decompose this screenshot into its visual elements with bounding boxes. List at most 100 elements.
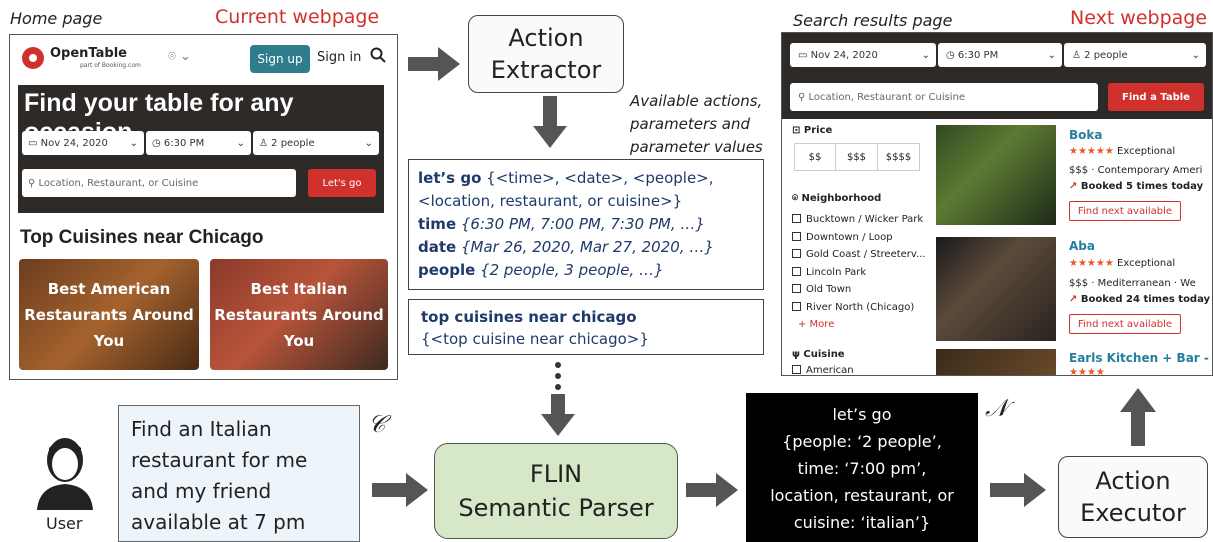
- note-line: parameter values: [630, 138, 763, 156]
- neighborhood-checkbox[interactable]: Old Town: [792, 281, 926, 299]
- neighborhood-name: Bucktown / Wicker Park: [806, 214, 924, 225]
- neighborhood-name: Old Town: [806, 284, 852, 295]
- user-avatar-icon: [37, 438, 93, 510]
- chevron-down-icon: ⌄: [1047, 49, 1056, 61]
- signin-link[interactable]: Sign in: [317, 50, 362, 65]
- param-values: {6:30 PM, 7:00 PM, 7:30 PM, …}: [456, 215, 705, 233]
- people-field[interactable]: ♙ 2 people⌄: [1064, 43, 1206, 67]
- rating-row: ★★★★★ Exceptional: [1069, 258, 1175, 269]
- restaurant-photo[interactable]: [936, 349, 1056, 375]
- search-input[interactable]: ⚲ Location, Restaurant or Cuisine: [790, 83, 1098, 111]
- chevron-down-icon: ⌄: [921, 49, 930, 61]
- param-name: date: [418, 238, 457, 256]
- lets-go-button[interactable]: Let's go: [308, 169, 376, 197]
- people-field[interactable]: ♙ 2 people⌄: [253, 131, 379, 155]
- arrow-right-icon: [408, 47, 460, 81]
- date-field[interactable]: ▭ Nov 24, 2020⌄: [22, 131, 144, 155]
- date-value: Nov 24, 2020: [40, 137, 108, 149]
- search-icon: ⚲: [798, 91, 809, 103]
- neighborhood-name: Gold Coast / Streeterv...: [806, 249, 926, 260]
- card-line: You: [283, 331, 315, 350]
- brand-name: OpenTable: [50, 46, 127, 61]
- restaurant-detail: $$$ · Mediterranean · We: [1069, 278, 1196, 289]
- person-icon: ♙: [1072, 49, 1085, 61]
- booked-text: Booked 5 times today: [1080, 181, 1204, 192]
- restaurant-name[interactable]: Aba: [1069, 239, 1095, 253]
- extractor-label: Action: [508, 24, 584, 52]
- opentable-logo-icon: [22, 47, 44, 69]
- output-symbol: 𝒩: [985, 394, 1008, 422]
- output-line: {people: ‘2 people’,: [782, 432, 942, 451]
- executor-label: Executor: [1080, 499, 1186, 527]
- price-filter-button[interactable]: $$$$: [878, 143, 920, 171]
- context-symbol: 𝒞: [368, 410, 386, 438]
- action-params: <location, restaurant, or cuisine>}: [418, 192, 683, 210]
- neighborhood-checkbox[interactable]: Downtown / Loop: [792, 229, 926, 247]
- more-link[interactable]: + More: [798, 319, 835, 330]
- search-input[interactable]: ⚲ Location, Restaurant, or Cuisine: [22, 169, 296, 197]
- restaurant-photo[interactable]: [936, 125, 1056, 225]
- find-next-available-button[interactable]: Find next available: [1069, 314, 1181, 334]
- action-extractor-box: Action Extractor: [468, 15, 624, 93]
- price-label: ⊡ Price: [792, 125, 833, 136]
- arrow-right-icon: [686, 473, 738, 507]
- find-table-button[interactable]: Find a Table: [1108, 83, 1204, 111]
- parser-label: Semantic Parser: [458, 494, 654, 522]
- param-values: {Mar 26, 2020, Mar 27, 2020, …}: [456, 238, 714, 256]
- restaurant-name[interactable]: Earls Kitchen + Bar - L: [1069, 351, 1213, 365]
- action-list-box-2: top cuisines near chicago {<top cuisine …: [408, 299, 764, 355]
- signup-button[interactable]: Sign up: [250, 45, 310, 73]
- time-value: 6:30 PM: [957, 49, 999, 61]
- cuisine-checkbox[interactable]: American: [792, 365, 854, 375]
- output-line: let’s go: [832, 405, 892, 424]
- search-icon[interactable]: [370, 47, 386, 67]
- card-line: Restaurants Around: [24, 305, 194, 324]
- time-field[interactable]: ◷ 6:30 PM⌄: [146, 131, 251, 155]
- price-filter-button[interactable]: $$$: [836, 143, 878, 171]
- date-field[interactable]: ▭ Nov 24, 2020⌄: [790, 43, 936, 67]
- ellipsis-icon: [555, 362, 561, 390]
- utterance-line: Find an Italian: [131, 417, 272, 441]
- neighborhood-checkbox[interactable]: River North (Chicago): [792, 299, 926, 317]
- neighborhood-checkbox[interactable]: Bucktown / Wicker Park: [792, 211, 926, 229]
- arrow-down-icon: [541, 394, 575, 436]
- restaurant-detail: $$$ · Contemporary Ameri: [1069, 165, 1203, 176]
- clock-icon: ◷: [152, 137, 164, 149]
- card-line: Restaurants Around: [214, 305, 384, 324]
- parsed-command-box: let’s go {people: ‘2 people’, time: ‘7:0…: [746, 393, 978, 542]
- output-line: time: ‘7:00 pm’,: [797, 459, 927, 478]
- chevron-down-icon: ⌄: [129, 137, 138, 149]
- rating-text: Exceptional: [1117, 258, 1176, 269]
- extractor-label: Extractor: [490, 56, 602, 84]
- arrow-right-icon: [372, 473, 428, 507]
- results-page-screenshot: ▭ Nov 24, 2020⌄ ◷ 6:30 PM⌄ ♙ 2 people⌄ ⚲…: [781, 32, 1213, 376]
- restaurant-photo[interactable]: [936, 237, 1056, 341]
- rating-row: ★★★★★ Exceptional: [1069, 146, 1175, 157]
- location-pin-icon[interactable]: ⌾ ⌄: [168, 49, 191, 64]
- booked-text: Booked 24 times today: [1080, 294, 1211, 305]
- location-pin-icon: ⌾: [792, 193, 802, 204]
- brand-sub: part of Booking.com: [80, 62, 141, 69]
- price-filter-button[interactable]: $$: [794, 143, 836, 171]
- neighborhood-checkbox[interactable]: Gold Coast / Streeterv...: [792, 246, 926, 264]
- neighborhood-checkbox[interactable]: Lincoln Park: [792, 264, 926, 282]
- note-line: parameters and: [630, 115, 750, 133]
- time-field[interactable]: ◷ 6:30 PM⌄: [938, 43, 1062, 67]
- param-name: people: [418, 261, 476, 279]
- neighborhood-list: Bucktown / Wicker Park Downtown / Loop G…: [792, 211, 926, 316]
- home-status: Current webpage: [215, 6, 380, 28]
- time-value: 6:30 PM: [163, 137, 205, 149]
- param-name: time: [418, 215, 457, 233]
- people-value: 2 people: [1084, 49, 1128, 61]
- trend-icon: ↗: [1069, 294, 1081, 305]
- results-caption: Search results page: [793, 11, 953, 30]
- note-line: Available actions,: [630, 92, 763, 110]
- home-header: OpenTable part of Booking.com ⌾ ⌄ Sign u…: [10, 35, 397, 85]
- user-label: User: [46, 514, 83, 533]
- output-line: location, restaurant, or: [770, 486, 954, 505]
- restaurant-name[interactable]: Boka: [1069, 128, 1103, 142]
- find-next-available-button[interactable]: Find next available: [1069, 201, 1181, 221]
- booked-row: ↗ Booked 5 times today: [1069, 181, 1203, 192]
